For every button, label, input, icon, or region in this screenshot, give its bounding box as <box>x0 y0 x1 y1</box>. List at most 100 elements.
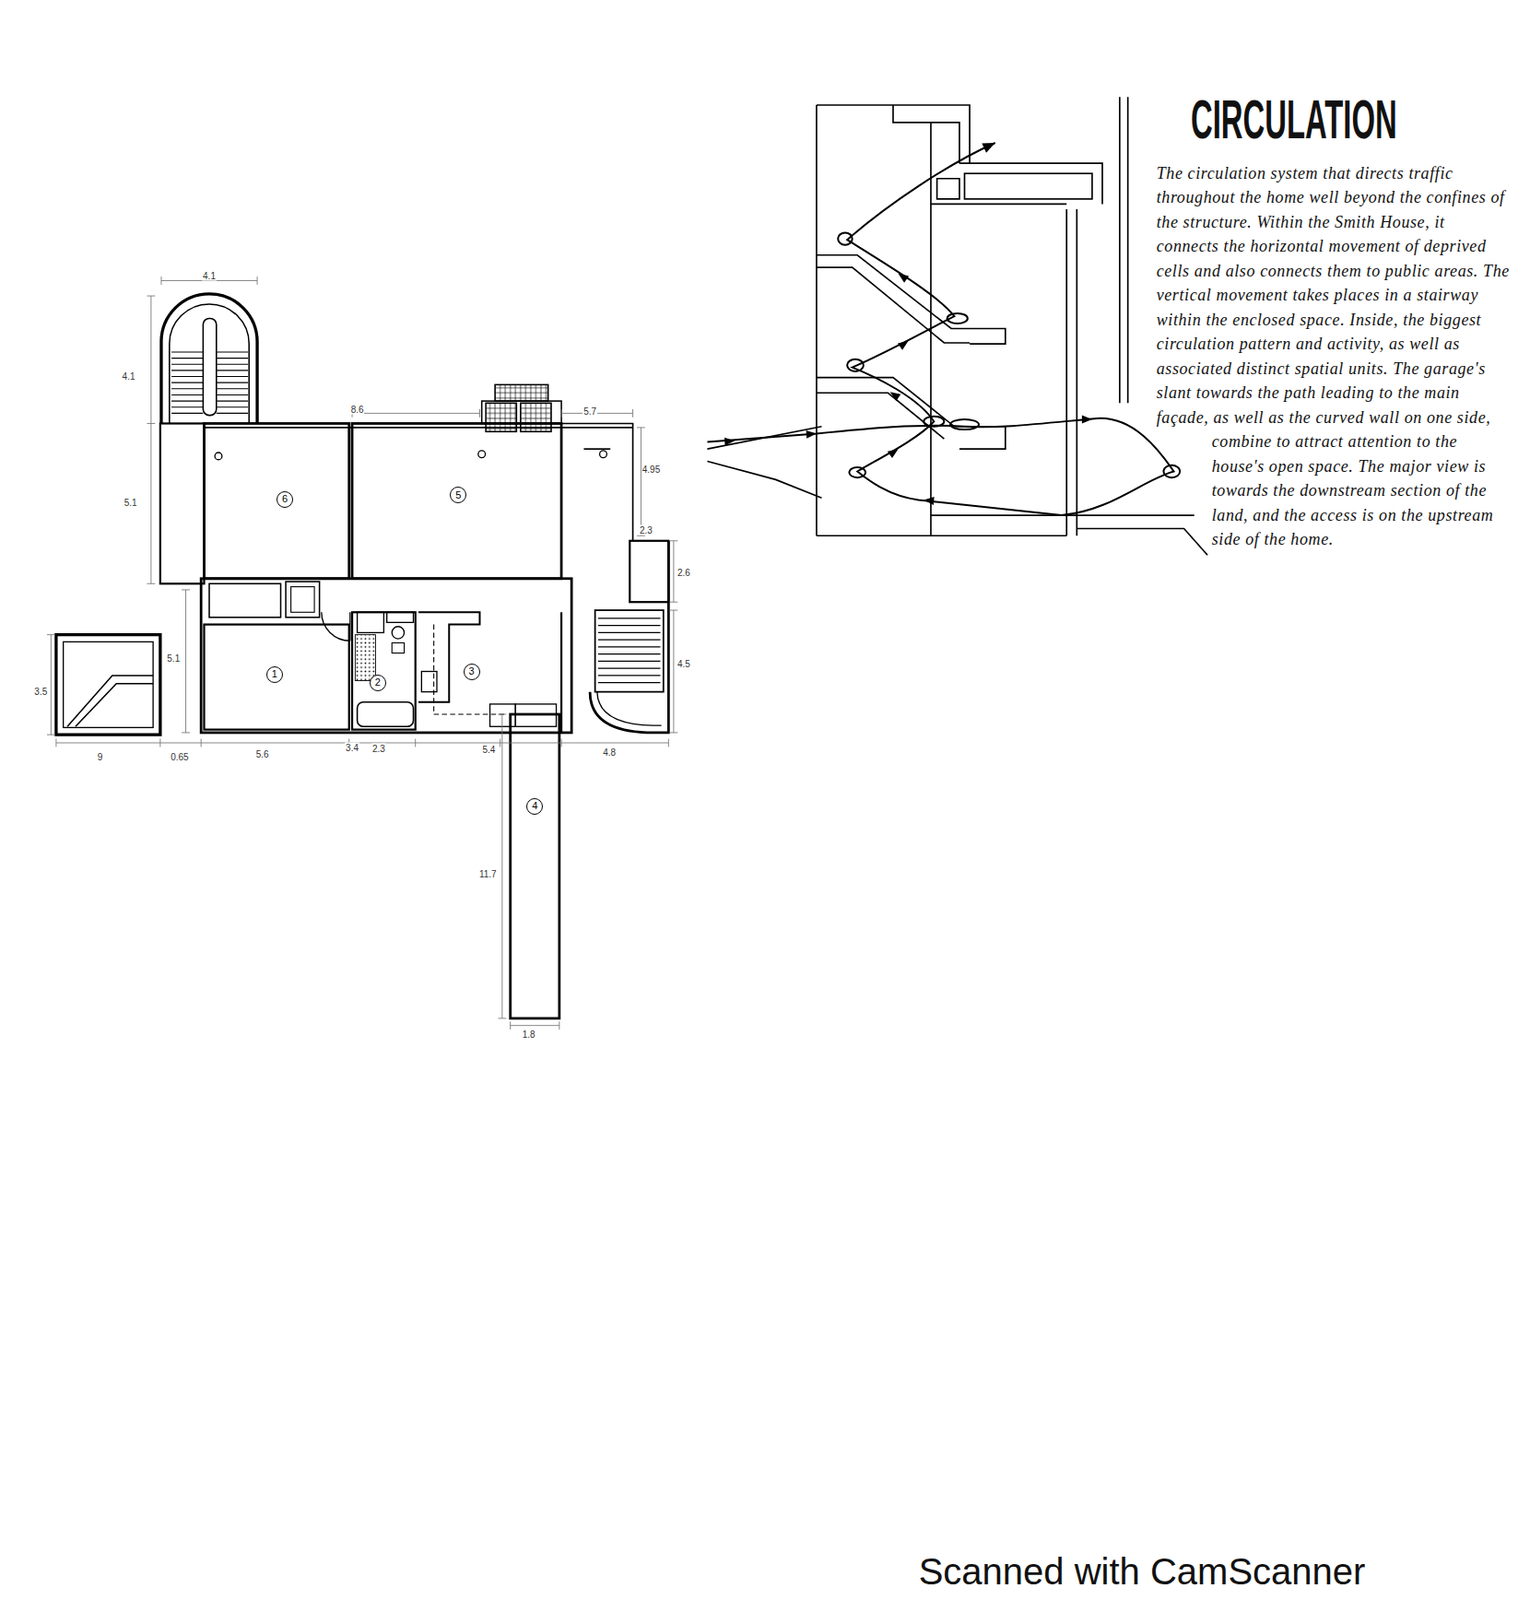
chimney-part <box>494 384 549 401</box>
lower-rooms <box>200 578 572 733</box>
upper-rooms-part <box>160 423 205 584</box>
right-stair-part <box>598 618 661 683</box>
dimension-label: 5.1 <box>165 653 181 664</box>
room-number-circle: 3 <box>463 663 481 681</box>
room-number: 3 <box>469 666 475 677</box>
room-number: 4 <box>531 800 538 812</box>
dimension-label: 2.6 <box>676 567 692 578</box>
garage-block <box>56 635 161 736</box>
lower-rooms-part <box>321 612 351 641</box>
garage-block-part <box>67 675 153 727</box>
circulation-path-part <box>848 467 866 478</box>
circulation-section-part <box>937 178 960 200</box>
dimension-lines-part <box>146 295 155 584</box>
chimney-part <box>482 400 562 424</box>
dimension-label: 4.8 <box>601 747 617 758</box>
circulation-section-part <box>816 105 970 164</box>
lower-rooms-part <box>352 612 416 730</box>
upper-rooms <box>160 423 634 584</box>
circulation-section-part <box>816 377 1006 450</box>
garage-block-part <box>56 635 161 736</box>
circulation-path-part <box>1163 465 1180 478</box>
right-stair-part <box>595 610 664 693</box>
lower-rooms-part <box>418 612 480 702</box>
lower-rooms-part <box>357 702 414 728</box>
circulation-path <box>706 142 1180 516</box>
wrap-spacer <box>1156 429 1213 577</box>
lower-rooms-part <box>291 587 315 613</box>
upper-rooms-part <box>203 423 349 578</box>
dimension-label: 4.5 <box>676 658 692 669</box>
upper-rooms-part <box>352 423 562 578</box>
upper-rooms-part <box>214 452 223 460</box>
circulation-arrowheads-part <box>923 495 935 506</box>
lower-rooms-part <box>421 671 437 693</box>
dimension-label: 5.1 <box>123 496 139 507</box>
dimension-lines-part <box>497 714 507 1019</box>
dimension-lines-part <box>636 427 646 536</box>
garage-block-part <box>63 641 153 728</box>
circulation-section-part <box>816 255 1006 344</box>
circulation-section-part <box>1076 529 1208 556</box>
dimension-label: 4.1 <box>201 270 217 281</box>
chimney-part <box>520 402 552 432</box>
stair-tower-part <box>171 352 248 413</box>
dimension-lines <box>47 276 678 1030</box>
sheet-title: CIRCULATION <box>1190 92 1398 148</box>
circulation-section <box>706 96 1208 555</box>
upper-rooms-part <box>600 450 608 459</box>
circulation-arrowheads-part <box>981 138 998 153</box>
description-paragraph: The circulation system that directs traf… <box>1156 161 1511 578</box>
lower-rooms-part <box>200 578 572 733</box>
circulation-path-part <box>837 232 853 245</box>
stair-tower-part <box>169 304 249 424</box>
dimension-label: 5.7 <box>582 406 598 417</box>
circulation-path-part <box>947 313 968 324</box>
dimension-lines-part <box>56 739 669 748</box>
chimney-part <box>485 402 517 432</box>
lower-rooms-part <box>387 612 414 623</box>
room-number-circle: 2 <box>369 674 387 692</box>
stair-tower-part <box>202 317 216 415</box>
circulation-arrowheads-part <box>806 429 818 439</box>
dimension-label: 1.8 <box>521 1028 537 1039</box>
circulation-section-part <box>893 105 960 164</box>
circulation-section-part <box>964 173 1092 200</box>
room-number-circle: 1 <box>266 666 283 683</box>
right-stair-part <box>589 541 669 733</box>
dimension-label: 5.6 <box>255 749 271 760</box>
room-number: 5 <box>455 490 461 501</box>
circulation-arrowheads-part <box>724 436 736 447</box>
dimension-label: 0.65 <box>169 751 189 762</box>
lower-rooms-part <box>354 635 376 682</box>
room-number: 6 <box>282 494 288 505</box>
circulation-section-part <box>816 534 1067 537</box>
lower-rooms-part <box>391 626 404 639</box>
circulation-path-part <box>847 359 864 372</box>
upper-rooms-part <box>203 423 633 541</box>
lower-rooms-part <box>203 624 349 730</box>
circulation-section-part <box>706 460 822 498</box>
dimension-label: 2.3 <box>638 524 654 535</box>
dimension-label: 9 <box>96 751 105 762</box>
upper-rooms-part <box>478 450 486 459</box>
room-number: 2 <box>375 677 381 688</box>
circulation-section-part <box>816 267 970 343</box>
circulation-section-part <box>1066 209 1077 536</box>
circulation-arrowheads-part <box>1082 415 1093 424</box>
circulation-section-part <box>815 105 818 536</box>
dimension-label: 3.4 <box>344 741 360 753</box>
circulation-arrowheads <box>724 138 1093 506</box>
lower-rooms-part <box>209 583 282 618</box>
circulation-arrowheads-part <box>895 270 909 283</box>
upper-rooms-part <box>583 447 611 450</box>
room-number: 1 <box>271 669 278 680</box>
circulation-section-part <box>1119 96 1129 403</box>
chimney <box>482 384 562 432</box>
dimension-label: 3.5 <box>33 685 48 696</box>
lower-rooms-part <box>285 581 320 618</box>
dimension-label: 5.4 <box>481 743 496 754</box>
floor-plan <box>56 294 669 1019</box>
room-number-circle: 4 <box>526 798 543 815</box>
circulation-arrowheads-part <box>887 446 901 459</box>
